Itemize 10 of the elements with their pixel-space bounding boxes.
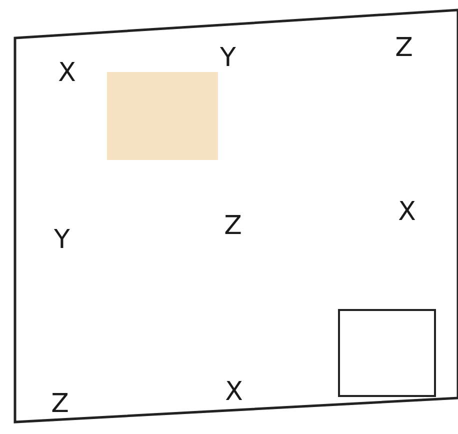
- grid-letter: Z: [51, 390, 69, 418]
- shaded-square: [107, 72, 218, 160]
- grid-letter: X: [225, 378, 243, 406]
- grid-letter: X: [58, 59, 76, 87]
- empty-square: [338, 309, 436, 397]
- grid-letter: Y: [220, 44, 236, 72]
- grid-letter: Z: [395, 34, 413, 62]
- grid-letter: Z: [224, 212, 242, 240]
- grid-letter: X: [398, 198, 416, 226]
- grid-letter: Y: [54, 226, 70, 254]
